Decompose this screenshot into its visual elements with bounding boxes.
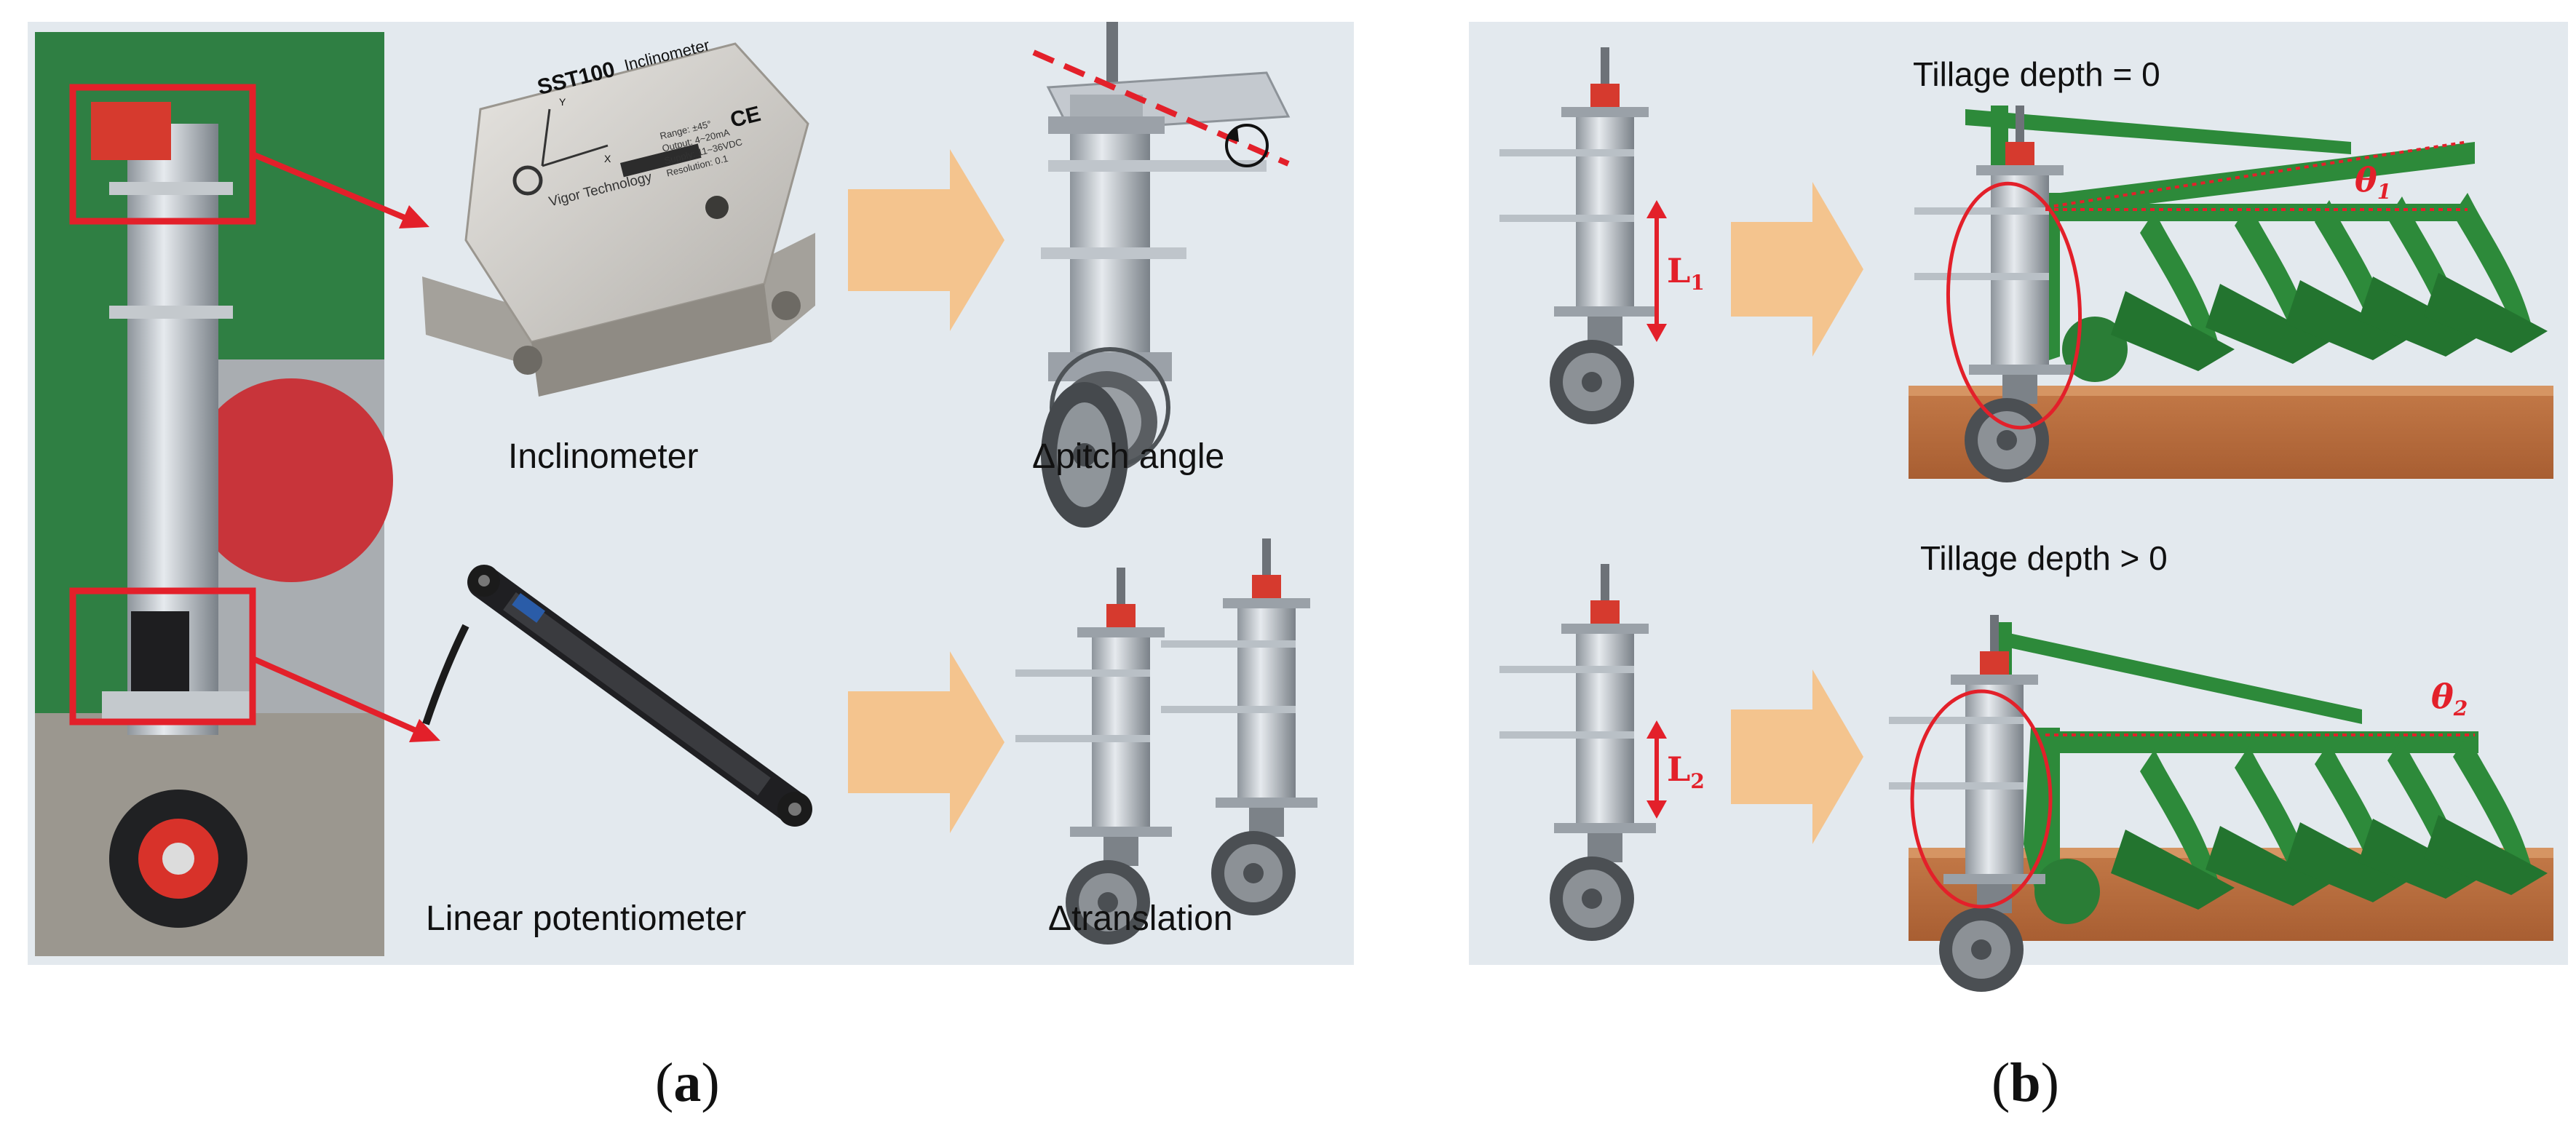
arrow-right-bottom-a: [848, 651, 1004, 833]
pitch-axis-dashed-line: [1032, 49, 1290, 167]
caption-a: (a): [655, 1052, 720, 1113]
tine-highlight-circle-top: [1946, 181, 2082, 430]
L2-arrowhead-top: [1646, 720, 1667, 739]
caption-b: (b): [1992, 1052, 2059, 1113]
inclinometer-label: Inclinometer: [508, 437, 699, 476]
L2-label: L2: [1667, 750, 1705, 794]
arrow-to-inclinometer: [251, 151, 416, 225]
pitch-angle-label: Δpitch angle: [1032, 437, 1225, 476]
potentiometer-highlight-box: [69, 587, 256, 725]
rotation-symbol-icon: [1225, 124, 1269, 167]
arrow-to-potentiometer: [251, 656, 427, 738]
theta2-label: θ2: [2431, 677, 2468, 721]
translation-label: Δtranslation: [1048, 899, 1233, 938]
linear-potentiometer-device: [422, 565, 812, 827]
arrowhead-inclinometer: [399, 205, 429, 228]
inclinometer-device: [422, 42, 815, 397]
L1-arrowhead-top: [1646, 200, 1667, 218]
arrowhead-potentiometer: [409, 719, 440, 742]
L1-arrowhead-bottom: [1646, 324, 1667, 342]
tine-photo: [35, 32, 393, 956]
L1-label: L1: [1667, 251, 1705, 295]
tine-highlight-circle-bottom: [1910, 689, 2053, 909]
tillage-depth-zero-title: Tillage depth = 0: [1913, 55, 2160, 93]
tine-depth-zero: [1499, 47, 1656, 424]
translation-tine-short: [1015, 568, 1172, 945]
arrow-right-top-a: [848, 149, 1004, 331]
plough-depth-zero: [1965, 106, 2548, 382]
L2-arrowhead-bottom: [1646, 800, 1667, 819]
pitch-angle-tine-illustration: [1041, 22, 1291, 528]
tine-depth-positive: [1499, 564, 1656, 941]
rotation-arrowhead-icon: [1227, 127, 1239, 142]
arrow-right-top-b: [1731, 182, 1863, 357]
potentiometer-label: Linear potentiometer: [426, 899, 747, 938]
plough-depth-positive: [1994, 622, 2548, 924]
device-axis-x: X: [604, 153, 611, 164]
tillage-depth-positive-title: Tillage depth > 0: [1920, 539, 2168, 577]
device-axis-y: Y: [559, 96, 566, 108]
arrow-right-bottom-b: [1731, 669, 1863, 844]
theta1-label: θ1: [2355, 160, 2392, 204]
translation-tine-tall: [1161, 538, 1317, 915]
theta1-reference-line: [2045, 140, 2468, 209]
